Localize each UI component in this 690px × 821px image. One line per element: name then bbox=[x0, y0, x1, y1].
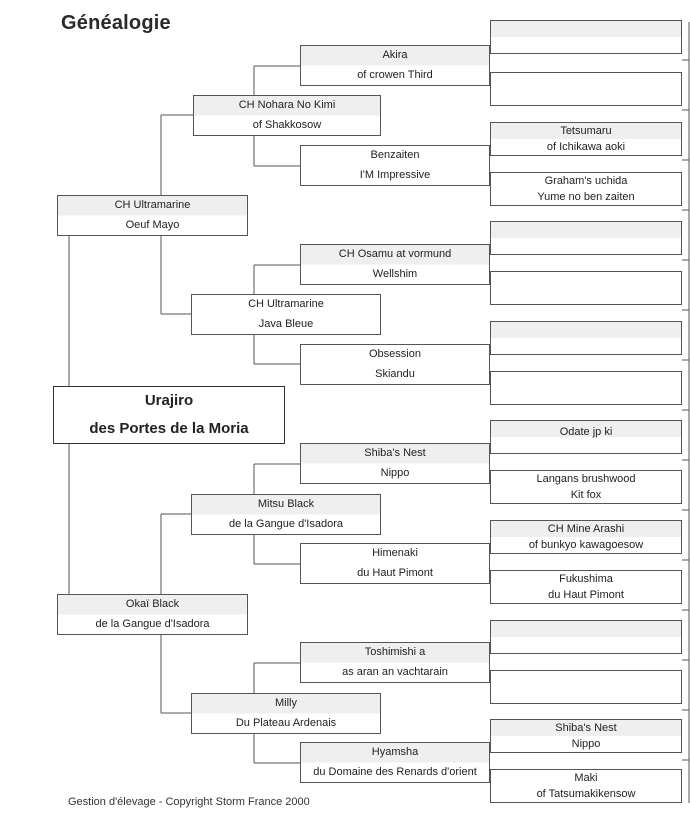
gen4-name: Langans brushwood bbox=[536, 472, 636, 485]
gen3-kennel: I'M Impressive bbox=[359, 168, 431, 181]
gen3-name: Hyamsha bbox=[371, 746, 419, 759]
gen4-box bbox=[490, 620, 682, 654]
gen3-kennel: Skiandu bbox=[375, 367, 415, 380]
gen4-box bbox=[490, 321, 682, 355]
gen4-box: Tetsumaru of Ichikawa aoki bbox=[490, 122, 682, 156]
gen3-box: Himenaki du Haut Pimont bbox=[300, 543, 490, 584]
gen4-box: Shiba's Nest Nippo bbox=[490, 719, 682, 753]
gen3-name: CH Osamu at vormund bbox=[338, 248, 452, 261]
gen4-kennel: of Tatsumakikensow bbox=[536, 787, 636, 800]
dam-box: Okaï Black de la Gangue d'Isadora bbox=[57, 594, 248, 635]
gen4-box: Fukushima du Haut Pimont bbox=[490, 570, 682, 604]
footer-copyright: Gestion d'élevage - Copyright Storm Fran… bbox=[68, 796, 310, 808]
gen3-name: Shiba's Nest bbox=[364, 447, 426, 460]
gen4-box: Maki of Tatsumakikensow bbox=[490, 769, 682, 803]
dam-kennel: de la Gangue d'Isadora bbox=[95, 617, 210, 630]
gen3-box: Benzaiten I'M Impressive bbox=[300, 145, 490, 186]
subject-kennel: des Portes de la Moria bbox=[89, 420, 249, 438]
sire-name: CH Ultramarine bbox=[114, 199, 191, 212]
gen4-box bbox=[490, 72, 682, 106]
gen4-box bbox=[490, 670, 682, 704]
gen2-kennel: Du Plateau Ardenais bbox=[235, 716, 337, 729]
gen3-kennel: Nippo bbox=[380, 466, 410, 479]
gen3-name: Benzaiten bbox=[370, 149, 420, 162]
gen2-name: CH Ultramarine bbox=[248, 298, 324, 311]
gen4-box: Odate jp ki bbox=[490, 420, 682, 454]
gen2-name: Milly bbox=[275, 697, 297, 710]
page-title: Généalogie bbox=[61, 12, 171, 34]
gen2-name: Mitsu Black bbox=[257, 498, 315, 511]
gen2-box: Milly Du Plateau Ardenais bbox=[191, 693, 381, 734]
gen3-kennel: of crowen Third bbox=[357, 68, 433, 81]
sire-box: CH Ultramarine Oeuf Mayo bbox=[57, 195, 248, 236]
gen4-name: Graham's uchida bbox=[544, 174, 628, 187]
sire-kennel: Oeuf Mayo bbox=[125, 218, 180, 231]
gen3-name: Himenaki bbox=[372, 547, 418, 560]
gen4-box: Graham's uchida Yume no ben zaiten bbox=[490, 172, 682, 206]
gen2-name: CH Nohara No Kimi bbox=[238, 99, 336, 112]
gen3-name: Obsession bbox=[369, 348, 421, 361]
gen4-name: Maki bbox=[574, 771, 598, 784]
gen4-name: Fukushima bbox=[559, 572, 613, 585]
gen3-name: Akira bbox=[382, 49, 408, 62]
gen4-box: Langans brushwood Kit fox bbox=[490, 470, 682, 504]
gen4-kennel: of Ichikawa aoki bbox=[546, 140, 626, 153]
gen2-box: CH Ultramarine Java Bleue bbox=[191, 294, 381, 335]
gen3-name: Toshimishi a bbox=[364, 646, 426, 659]
gen4-box bbox=[490, 271, 682, 305]
gen4-kennel: Nippo bbox=[571, 737, 601, 750]
gen3-box: Obsession Skiandu bbox=[300, 344, 490, 385]
gen3-kennel: Wellshim bbox=[372, 267, 418, 280]
gen4-kennel: du Haut Pimont bbox=[548, 588, 624, 601]
gen4-box bbox=[490, 371, 682, 405]
gen4-box: CH Mine Arashi of bunkyo kawagoesow bbox=[490, 520, 682, 554]
subject-name: Urajiro bbox=[144, 392, 194, 410]
gen2-kennel: de la Gangue d'Isadora bbox=[228, 517, 344, 530]
gen4-kennel: Yume no ben zaiten bbox=[537, 190, 635, 203]
gen3-kennel: du Domaine des Renards d'orient bbox=[313, 765, 477, 778]
gen4-name: Odate jp ki bbox=[559, 425, 613, 438]
gen3-box: CH Osamu at vormund Wellshim bbox=[300, 244, 490, 285]
gen2-box: Mitsu Black de la Gangue d'Isadora bbox=[191, 494, 381, 535]
gen3-box: Hyamsha du Domaine des Renards d'orient bbox=[300, 742, 490, 783]
gen2-kennel: Java Bleue bbox=[258, 317, 314, 330]
gen4-name: CH Mine Arashi bbox=[547, 522, 625, 535]
gen3-box: Shiba's Nest Nippo bbox=[300, 443, 490, 484]
gen3-box: Akira of crowen Third bbox=[300, 45, 490, 86]
gen4-kennel: Kit fox bbox=[570, 488, 602, 501]
gen4-name: Shiba's Nest bbox=[555, 721, 617, 734]
gen3-box: Toshimishi a as aran an vachtarain bbox=[300, 642, 490, 683]
gen2-kennel: of Shakkosow bbox=[252, 118, 322, 131]
subject-box: Urajiro des Portes de la Moria bbox=[53, 386, 285, 444]
gen4-name: Tetsumaru bbox=[560, 124, 612, 137]
gen4-box bbox=[490, 221, 682, 255]
gen2-box: CH Nohara No Kimi of Shakkosow bbox=[193, 95, 381, 136]
gen3-kennel: as aran an vachtarain bbox=[342, 665, 448, 678]
dam-name: Okaï Black bbox=[125, 598, 180, 611]
gen3-kennel: du Haut Pimont bbox=[357, 566, 433, 579]
gen4-kennel: of bunkyo kawagoesow bbox=[528, 538, 644, 551]
gen4-box bbox=[490, 20, 682, 54]
